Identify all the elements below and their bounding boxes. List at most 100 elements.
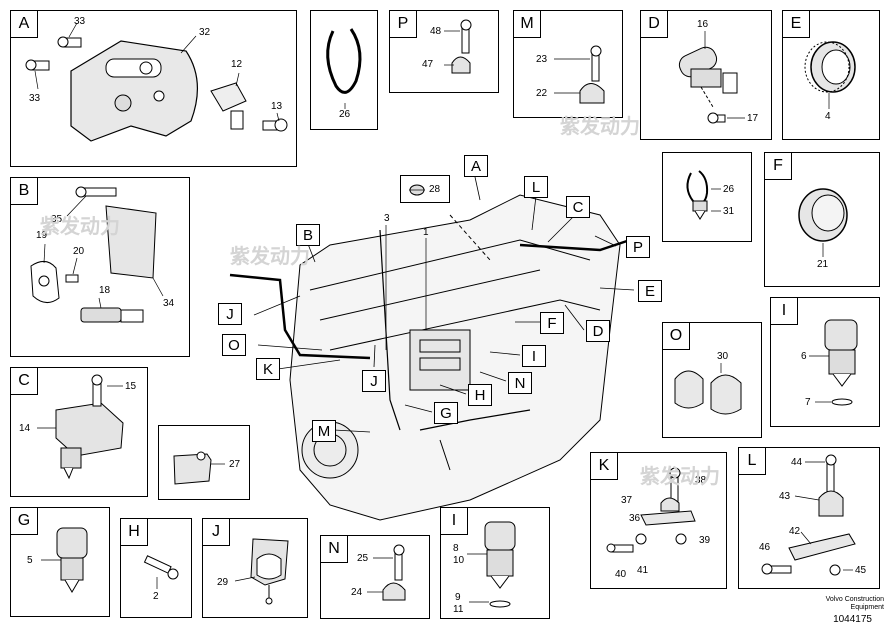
panel-label: A — [11, 11, 38, 38]
part-33: 33 — [29, 93, 41, 104]
panel-i-upper: I 6 7 — [770, 297, 880, 427]
callout-m: M — [312, 420, 336, 442]
panel-label: I — [441, 508, 468, 535]
part-20: 20 — [73, 246, 85, 257]
panel-e: E 4 — [782, 10, 880, 140]
panel-label: B — [11, 178, 38, 205]
panel-label: P — [390, 11, 417, 38]
speed-sensor-drawing — [678, 31, 745, 124]
bracket-sensor-drawing — [25, 22, 288, 142]
sensor-bracket-drawing — [30, 186, 164, 323]
part-35: 35 — [51, 214, 63, 225]
part-46: 46 — [759, 542, 771, 553]
panel-d: D 16 17 — [640, 10, 772, 140]
panel-label: G — [11, 508, 38, 535]
part-15: 15 — [125, 381, 137, 392]
clip-drawing — [234, 538, 289, 605]
panel-26-31: 26 31 — [662, 152, 752, 242]
part-32: 32 — [199, 27, 211, 38]
callout-e: E — [638, 280, 662, 302]
part-17: 17 — [747, 113, 759, 124]
panel-label: M — [514, 11, 541, 38]
panel-l: L 44 43 42 46 45 — [738, 447, 880, 589]
panel-label: E — [783, 11, 810, 38]
part-26: 26 — [723, 184, 735, 195]
part-6: 6 — [801, 351, 807, 362]
bracket-kit-drawing — [606, 467, 696, 553]
part-40: 40 — [615, 569, 627, 580]
panel-c: C 15 14 — [10, 367, 148, 497]
part-26: 26 — [339, 109, 351, 120]
part-4: 4 — [825, 111, 831, 122]
callout-f: F — [540, 312, 564, 334]
part-10: 10 — [453, 555, 465, 566]
part-12: 12 — [231, 59, 243, 70]
panel-label: H — [121, 519, 148, 546]
clip-drawing — [686, 170, 721, 220]
part-3: 3 — [384, 213, 390, 224]
part-29: 29 — [217, 577, 229, 588]
part-21: 21 — [817, 259, 829, 270]
panel-n: N 25 24 — [320, 535, 430, 619]
panel-28: 28 — [400, 175, 450, 203]
callout-c: C — [566, 196, 590, 218]
panel-a: A 33 32 12 13 33 — [10, 10, 297, 167]
panel-label: O — [663, 323, 690, 350]
callout-o: O — [222, 334, 246, 356]
callout-j: J — [218, 303, 242, 325]
panel-o: O 30 — [662, 322, 762, 438]
callout-n: N — [508, 372, 532, 394]
panel-f: F 21 — [764, 152, 880, 287]
part-28: 28 — [429, 184, 441, 195]
panel-label: F — [765, 153, 792, 180]
part-42: 42 — [789, 526, 801, 537]
angle-bracket-drawing — [173, 451, 225, 485]
callout-g: G — [434, 402, 458, 424]
sensor-drawing — [41, 527, 88, 593]
panel-p: P 48 47 — [389, 10, 499, 93]
part-2: 2 — [153, 591, 159, 602]
part-38: 38 — [695, 475, 707, 486]
ring-drawing — [804, 41, 856, 109]
part-37: 37 — [621, 495, 633, 506]
cap-drawing — [798, 188, 848, 257]
part-43: 43 — [779, 491, 791, 502]
callout-b: B — [296, 224, 320, 246]
part-36: 36 — [629, 513, 641, 524]
clamp-bolt-drawing — [444, 19, 472, 74]
clamp-bolt-drawing — [367, 544, 406, 601]
clamp-bolt-drawing — [554, 45, 605, 104]
part-18: 18 — [99, 285, 111, 296]
part-33: 33 — [74, 16, 86, 27]
part-45: 45 — [855, 565, 867, 576]
panel-g: G 5 — [10, 507, 110, 617]
part-11: 11 — [453, 604, 464, 615]
part-5: 5 — [27, 555, 33, 566]
panel-label: I — [771, 298, 798, 325]
callout-h: H — [468, 384, 492, 406]
panel-label: C — [11, 368, 38, 395]
panel-m: M 23 22 — [513, 10, 623, 118]
callout-i: I — [522, 345, 546, 367]
part-7: 7 — [805, 397, 811, 408]
pressure-switch-drawing — [467, 521, 516, 608]
panel-27: 27 — [158, 425, 250, 500]
part-14: 14 — [19, 423, 31, 434]
bolt-drawing — [143, 555, 179, 589]
panel-label: D — [641, 11, 668, 38]
panel-j: J 29 — [202, 518, 308, 618]
footer-line1: Volvo Construction — [825, 596, 884, 603]
part-8: 8 — [453, 543, 459, 554]
part-13: 13 — [271, 101, 283, 112]
part-41: 41 — [637, 565, 649, 576]
callout-d: D — [586, 320, 610, 342]
part-19: 19 — [36, 230, 48, 241]
part-34: 34 — [163, 298, 175, 309]
footer-line2: Equipment — [850, 604, 884, 611]
part-24: 24 — [351, 587, 363, 598]
panel-label: J — [203, 519, 230, 546]
callout-a: A — [464, 155, 488, 177]
part-39: 39 — [699, 535, 711, 546]
panel-i-lower: I 8 10 9 11 — [440, 507, 550, 619]
footer-company: Volvo Construction Equipment — [826, 596, 884, 612]
